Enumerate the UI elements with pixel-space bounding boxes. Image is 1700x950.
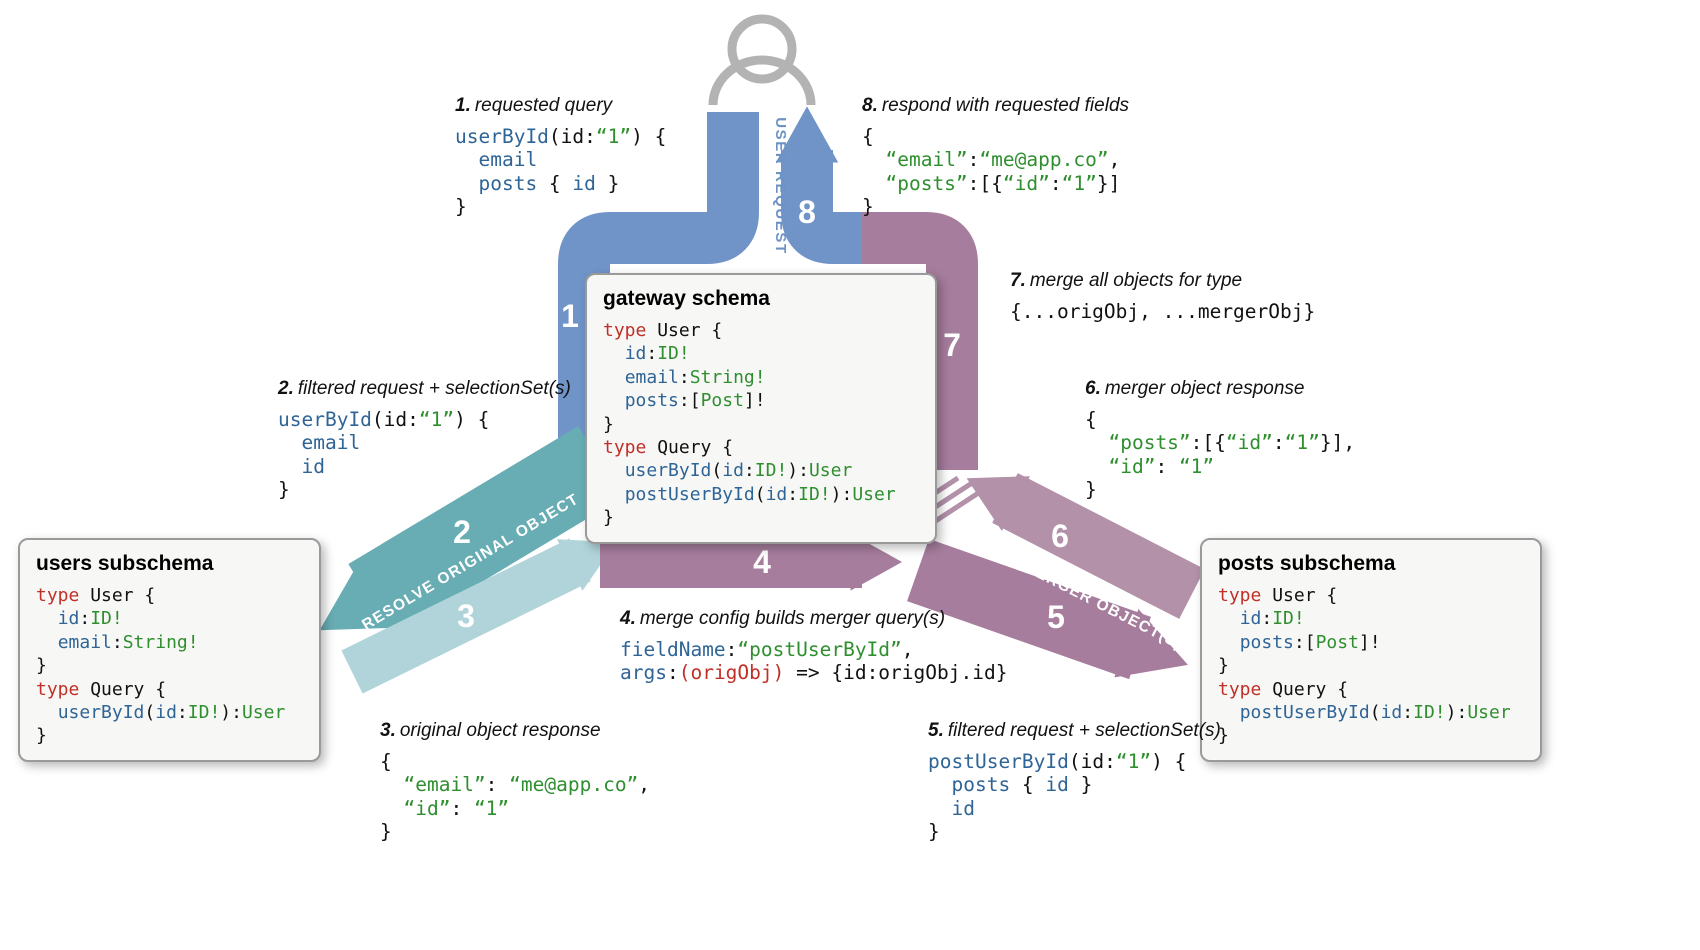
annotation-step-3-text: original object response: [399, 720, 601, 741]
annotation-step-7-title: 7.merge all objects for type: [1010, 270, 1315, 292]
annotation-step-1-title: 1.requested query: [455, 95, 666, 117]
gateway-schema-title: gateway schema: [603, 287, 770, 310]
annotation-step-6: 6.merger object response { “posts”:[{“id…: [1085, 378, 1355, 502]
annotation-step-1-text: requested query: [474, 95, 613, 116]
arrow-1-user-request-down: [558, 112, 759, 455]
annotation-step-6-title: 6.merger object response: [1085, 378, 1355, 400]
annotation-step-5-code: postUserById(id:“1”) { posts { id } id}: [928, 750, 1187, 844]
annotation-step-2-title: 2.filtered request + selectionSet(s): [278, 378, 571, 400]
gateway-schema-box: gateway schema type User { id:ID! email:…: [585, 273, 937, 544]
annotation-step-5-title: 5.filtered request + selectionSet(s): [928, 720, 1221, 742]
users-subschema-box: users subschema type User { id:ID! email…: [18, 538, 321, 762]
annotation-step-4: 4.merge config builds merger query(s) fi…: [620, 608, 1007, 685]
annotation-step-6-text: merger object response: [1104, 378, 1305, 399]
step-number-1: 1: [561, 298, 579, 334]
annotation-step-1-number: 1.: [455, 95, 471, 116]
annotation-step-8-text: respond with requested fields: [881, 95, 1130, 116]
annotation-step-4-number: 4.: [620, 608, 636, 629]
arrow-8-respond-up: [775, 106, 862, 264]
annotation-step-1: 1.requested query userById(id:“1”) { ema…: [455, 95, 666, 219]
posts-subschema-code: type User { id:ID! posts:[Post]!}type Qu…: [1218, 585, 1511, 747]
annotation-step-1-code: userById(id:“1”) { email posts { id }}: [455, 125, 667, 219]
step-number-3: 3: [457, 598, 475, 634]
annotation-step-3: 3.original object response { “email”: “m…: [380, 720, 650, 844]
step-number-2: 2: [453, 514, 471, 550]
annotation-step-3-code: { “email”: “me@app.co”, “id”: “1”}: [380, 750, 651, 844]
annotation-step-7: 7.merge all objects for type {...origObj…: [1010, 270, 1315, 323]
annotation-step-3-title: 3.original object response: [380, 720, 650, 742]
annotation-step-4-code: fieldName:“postUserById”,args:(origObj) …: [620, 638, 1008, 685]
posts-subschema-title: posts subschema: [1218, 552, 1396, 575]
annotation-step-8-number: 8.: [862, 95, 878, 116]
arrow-2-resolve-original: [319, 425, 622, 637]
posts-subschema-box: posts subschema type User { id:ID! posts…: [1200, 538, 1542, 762]
arrow-5-resolve-merger: [907, 538, 1188, 680]
arrow-3-original-response: [341, 538, 617, 694]
annotation-step-6-number: 6.: [1085, 378, 1101, 399]
annotation-step-8-title: 8.respond with requested fields: [862, 95, 1129, 117]
gateway-schema-code: type User { id:ID! email:String! posts:[…: [603, 320, 896, 529]
annotation-step-7-number: 7.: [1010, 270, 1026, 291]
annotation-step-4-title: 4.merge config builds merger query(s): [620, 608, 1007, 630]
annotation-step-3-number: 3.: [380, 720, 396, 741]
annotation-step-4-text: merge config builds merger query(s): [639, 608, 946, 629]
annotation-step-7-code: {...origObj, ...mergerObj}: [1010, 300, 1316, 323]
arrow-7-merge-up: [858, 212, 978, 470]
annotation-step-5-text: filtered request + selectionSet(s): [947, 720, 1221, 741]
annotation-step-7-text: merge all objects for type: [1029, 270, 1243, 291]
annotation-step-6-code: { “posts”:[{“id”:“1”}], “id”: “1”}: [1085, 408, 1356, 502]
annotation-step-5: 5.filtered request + selectionSet(s) pos…: [928, 720, 1221, 844]
step-number-7: 7: [943, 327, 961, 363]
annotation-step-2-number: 2.: [278, 378, 294, 399]
annotation-step-2: 2.filtered request + selectionSet(s) use…: [278, 378, 571, 502]
user-request-label: USER REQUEST: [772, 117, 789, 255]
annotation-step-2-code: userById(id:“1”) { email id}: [278, 408, 490, 502]
annotation-step-5-number: 5.: [928, 720, 944, 741]
step-number-8: 8: [798, 194, 816, 230]
annotation-step-2-text: filtered request + selectionSet(s): [297, 378, 571, 399]
step-number-6: 6: [1051, 518, 1069, 554]
arrow-6-merger-response: [966, 473, 1205, 619]
annotation-step-8-code: { “email”:“me@app.co”, “posts”:[{“id”:“1…: [862, 125, 1121, 219]
annotation-step-8: 8.respond with requested fields { “email…: [862, 95, 1129, 219]
person-icon: [708, 14, 816, 106]
users-subschema-code: type User { id:ID! email:String!}type Qu…: [36, 585, 286, 747]
step-number-4: 4: [753, 544, 771, 580]
step-number-5: 5: [1047, 599, 1065, 635]
users-subschema-title: users subschema: [36, 552, 214, 575]
